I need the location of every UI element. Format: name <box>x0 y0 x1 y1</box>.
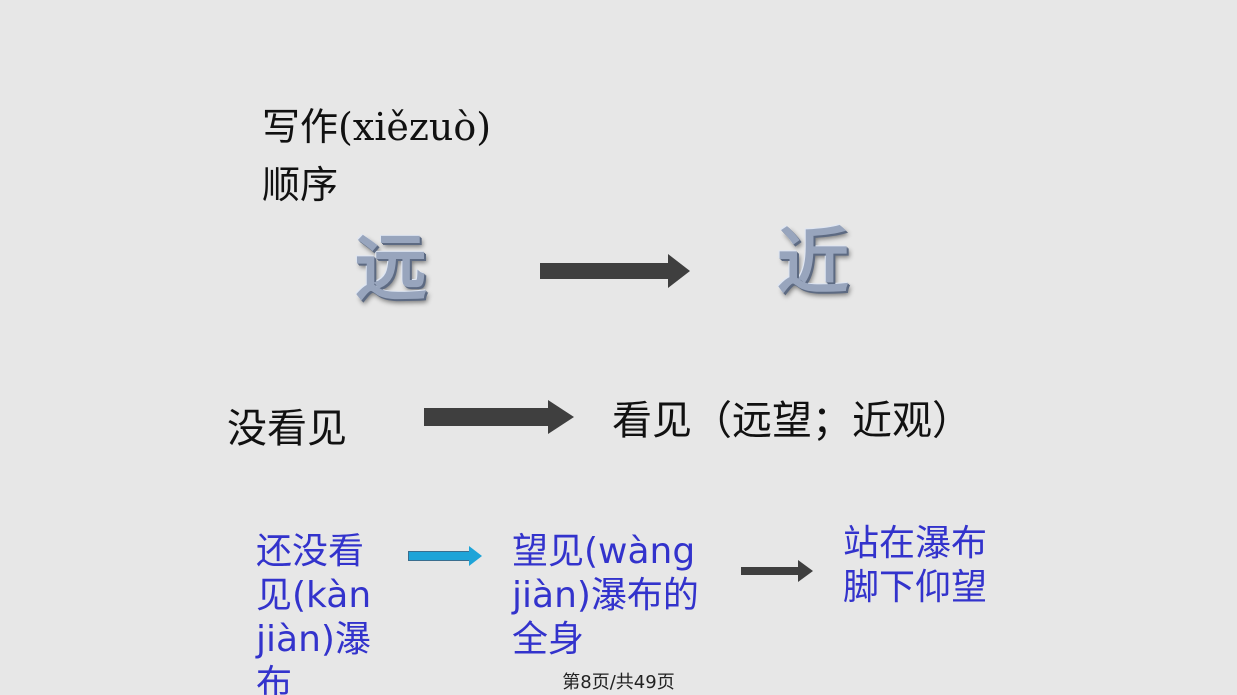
arrow-right-icon <box>424 400 574 434</box>
near-character: 近 <box>777 219 850 304</box>
step-look-up: 站在瀑布脚下仰望 <box>843 523 988 608</box>
arrow-right-icon <box>540 254 690 288</box>
not-seen-label: 没看见 <box>227 406 347 452</box>
arrow-right-icon <box>408 546 482 566</box>
step-not-yet-seen: 还没看见(kàn jiàn)瀑布 <box>256 531 372 695</box>
seen-detail-label: 看见（远望；近观） <box>612 398 972 444</box>
arrow-right-icon <box>741 560 813 582</box>
page-indicator: 第8页/共49页 <box>562 672 675 693</box>
far-character: 远 <box>355 225 428 310</box>
slide-heading: 写作(xiězuò)顺序 <box>262 105 492 207</box>
step-whole-view: 望见(wàng jiàn)瀑布的全身 <box>512 531 699 660</box>
